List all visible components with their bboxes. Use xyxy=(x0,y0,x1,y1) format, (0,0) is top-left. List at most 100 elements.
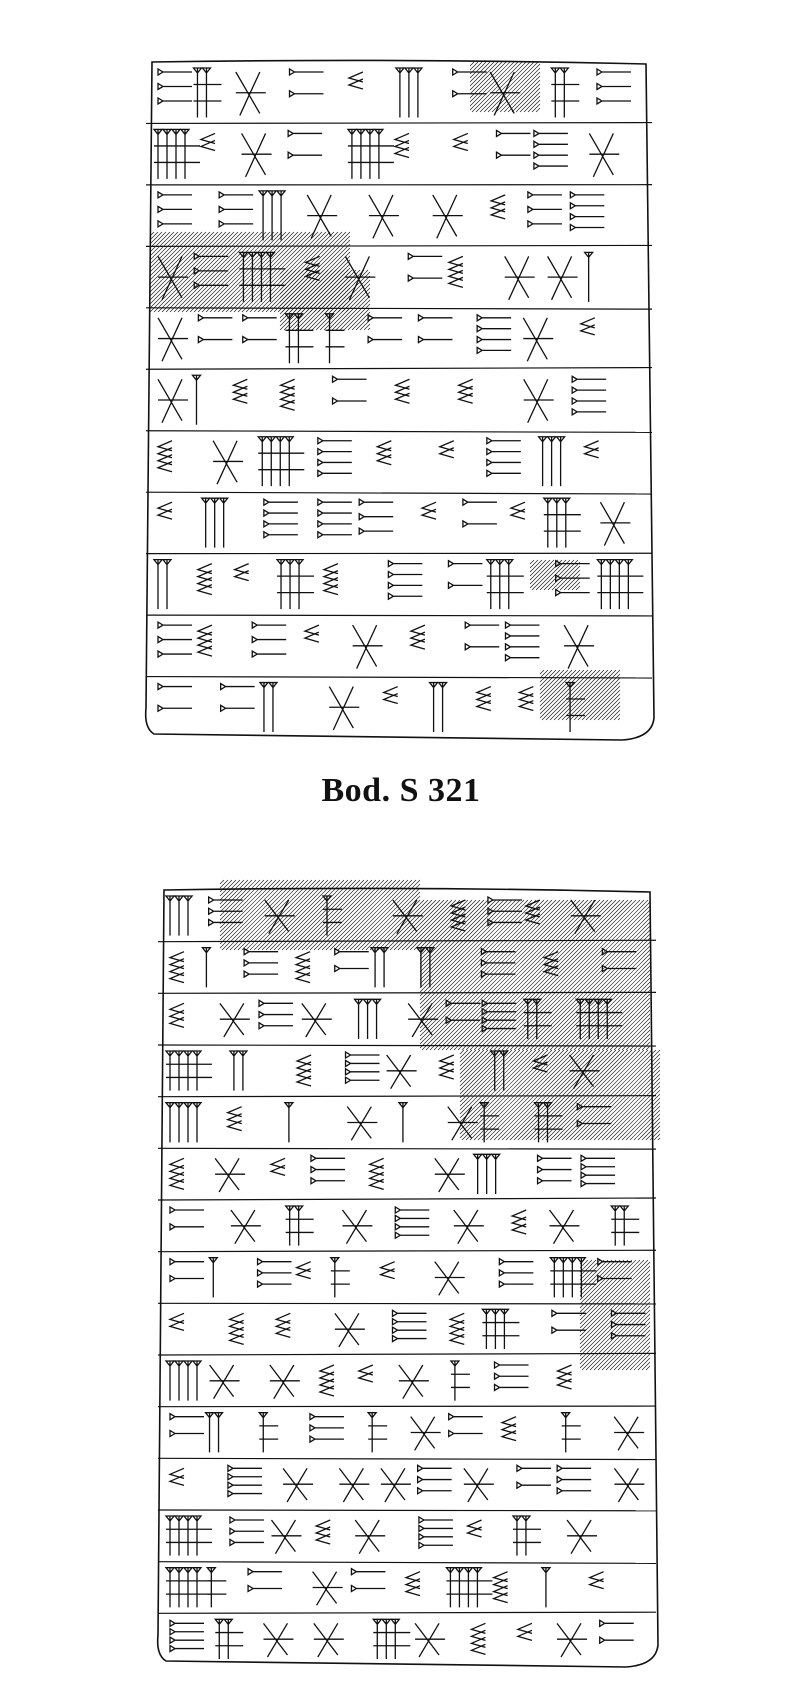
cuneiform-sign xyxy=(398,1364,429,1400)
hatch-line xyxy=(295,269,357,331)
hatch-line xyxy=(419,899,497,977)
horizontal-wedge xyxy=(555,559,590,568)
cuneiform-sign xyxy=(284,1205,314,1246)
horizontal-wedge xyxy=(229,1538,264,1547)
ruling-line xyxy=(145,307,653,310)
cuneiform-sign xyxy=(587,1571,604,1590)
vertical-wedge xyxy=(164,1102,176,1143)
horizontal-wedge xyxy=(157,704,192,713)
horizontal-wedge xyxy=(556,1475,592,1484)
diagonal-wedge xyxy=(523,378,554,423)
hatch-line xyxy=(419,899,493,973)
horizontal-wedge xyxy=(417,1464,452,1473)
horizontal-wedge xyxy=(193,266,229,275)
hatch-line xyxy=(609,1009,651,1051)
hatch-line xyxy=(149,231,207,289)
hatch-line xyxy=(577,677,621,721)
hatch-line xyxy=(575,585,581,591)
horizontal-wedge xyxy=(536,1176,572,1185)
hatch-line xyxy=(453,899,605,1051)
horizontal-wedge xyxy=(227,1489,262,1498)
cuneiform-sign xyxy=(243,947,279,979)
cuneiform-sign xyxy=(595,558,644,610)
winkelhaken xyxy=(321,584,339,596)
winkelhaken xyxy=(510,1223,527,1235)
horizontal-wedge xyxy=(601,964,637,973)
hatch-line xyxy=(505,1049,597,1141)
hatch-line xyxy=(219,879,285,945)
horizontal-wedge xyxy=(334,964,369,973)
hatch-line xyxy=(513,1049,605,1141)
diagonal-wedge xyxy=(432,194,463,239)
hatch-line xyxy=(287,269,349,331)
hatch-line xyxy=(563,573,581,591)
hatch-line xyxy=(585,1305,651,1371)
cuneiform-sign xyxy=(523,378,554,423)
cuneiform-sign xyxy=(391,1309,427,1343)
hatch-line xyxy=(645,1045,651,1051)
cuneiform-sign xyxy=(303,255,320,281)
hatch-line xyxy=(461,899,613,1051)
hatch-line xyxy=(571,581,581,591)
cuneiform-sign xyxy=(437,440,455,459)
vertical-wedge xyxy=(192,67,203,118)
cuneiform-sign xyxy=(329,1257,350,1298)
vertical-wedge xyxy=(207,1257,219,1298)
hatch-line xyxy=(617,717,621,721)
hatch-line xyxy=(459,1049,501,1091)
hatch-line xyxy=(489,899,641,1051)
vertical-wedge xyxy=(182,1102,194,1143)
cuneiform-sign xyxy=(414,1622,446,1658)
horizontal-wedge xyxy=(157,205,192,214)
vertical-wedge xyxy=(191,1515,203,1556)
horizontal-wedge xyxy=(504,653,540,662)
cuneiform-sign xyxy=(555,559,590,597)
hatch-line xyxy=(539,669,585,715)
vertical-wedge xyxy=(412,67,424,118)
cuneiform-sign xyxy=(548,1257,597,1298)
horizontal-wedge xyxy=(445,999,481,1008)
ruling-line xyxy=(157,1457,657,1461)
vertical-wedge xyxy=(267,681,279,732)
cuneiform-sign xyxy=(452,67,487,98)
hatch-line xyxy=(541,941,651,1051)
hatch-line xyxy=(419,899,473,953)
cuneiform-sign xyxy=(256,436,305,487)
hatch-line xyxy=(219,879,225,885)
cuneiform-sign xyxy=(341,1209,373,1245)
hatch-line xyxy=(449,899,601,1051)
horizontal-wedge xyxy=(310,1165,345,1174)
horizontal-wedge xyxy=(480,969,516,979)
horizontal-wedge xyxy=(391,1317,427,1326)
winkelhaken xyxy=(199,139,216,152)
cuneiform-sign xyxy=(347,71,364,90)
vertical-wedge xyxy=(179,128,191,179)
vertical-wedge xyxy=(437,681,448,732)
cuneiform-sign xyxy=(420,501,437,520)
diagonal-wedge xyxy=(407,1002,439,1038)
hatch-line xyxy=(469,61,495,87)
cuneiform-sign xyxy=(156,440,173,473)
hatch-line xyxy=(315,275,371,331)
cuneiform-sign xyxy=(157,67,192,106)
cuneiform-sign xyxy=(576,1102,612,1128)
cuneiform-sign xyxy=(287,129,323,160)
hatch-line xyxy=(593,693,621,721)
diagonal-wedge xyxy=(312,1571,343,1606)
cuneiform-sign xyxy=(393,378,410,404)
hatch-line xyxy=(341,879,413,951)
vertical-wedge xyxy=(564,681,576,732)
vertical-wedge xyxy=(503,558,515,610)
vertical-wedge xyxy=(284,1205,296,1246)
cuneiform-sign xyxy=(375,440,392,466)
vertical-wedge xyxy=(548,1257,560,1298)
horizontal-wedge xyxy=(571,396,607,406)
cuneiform-sign xyxy=(356,1364,374,1383)
hatch-line xyxy=(249,879,321,951)
cuneiform-sign xyxy=(613,1467,645,1503)
hatch-line xyxy=(629,1029,651,1051)
winkelhaken xyxy=(356,1371,374,1383)
horizontal-wedge xyxy=(309,1412,344,1421)
hatch-line xyxy=(149,231,223,305)
hatch-line xyxy=(359,319,371,331)
